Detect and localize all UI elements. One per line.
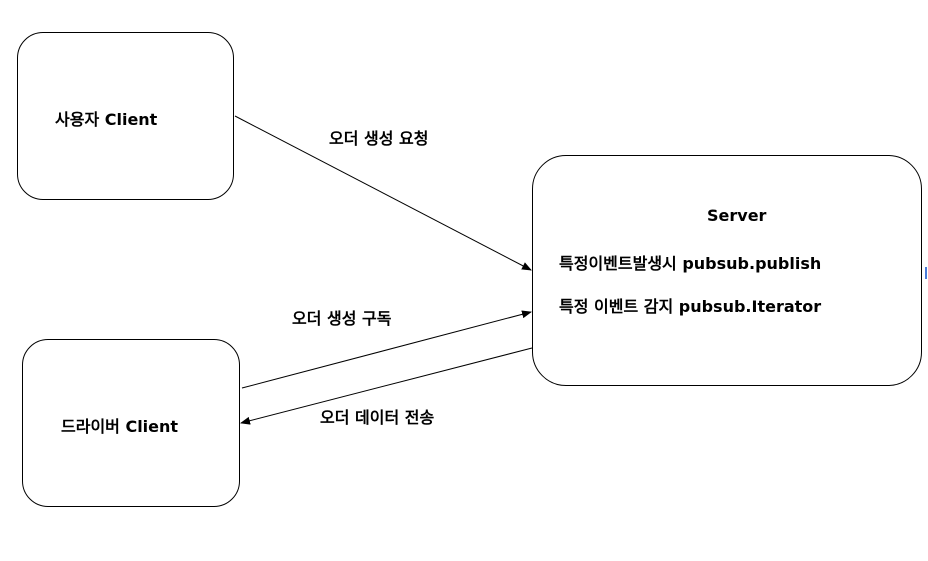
edge-label-order-request: 오더 생성 요청 — [329, 129, 429, 148]
server-title: Server — [707, 206, 767, 225]
server-iterator-line: 특정 이벤트 감지 pubsub.Iterator — [559, 297, 822, 316]
user-client-node — [17, 32, 234, 200]
edge-marker — [925, 267, 927, 279]
driver-client-label: 드라이버 Client — [61, 417, 179, 436]
user-client-label: 사용자 Client — [55, 110, 158, 129]
edge-label-order-data: 오더 데이터 전송 — [320, 408, 435, 427]
arrow-user-to-server — [234, 115, 532, 271]
driver-client-node — [22, 339, 240, 507]
server-publish-line: 특정이벤트발생시 pubsub.publish — [559, 254, 822, 273]
edge-label-order-subscribe: 오더 생성 구독 — [292, 309, 392, 328]
arrow-server-to-driver — [240, 347, 533, 425]
server-node — [532, 155, 922, 386]
arrow-driver-to-server — [241, 310, 532, 389]
